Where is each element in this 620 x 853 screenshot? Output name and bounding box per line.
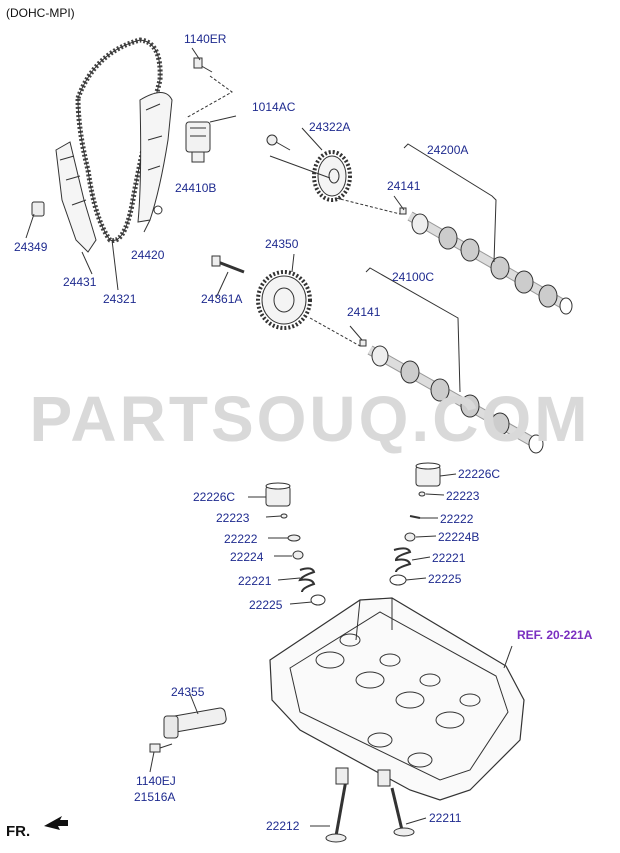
camshaft-24200A: [399, 207, 573, 315]
part-label-22225-right[interactable]: 22225: [428, 572, 462, 586]
part-label-22221-right[interactable]: 22221: [432, 551, 466, 565]
cylinder-head: [269, 597, 525, 801]
part-label-24350[interactable]: 24350: [265, 237, 299, 251]
reference-link[interactable]: REF. 20-221A: [517, 628, 593, 642]
bolt-24361A: [211, 255, 245, 274]
part-label-22224B[interactable]: 22224B: [438, 530, 480, 544]
valve-22212: [325, 767, 349, 843]
valve-train-right: [389, 462, 441, 586]
part-label-22212[interactable]: 22212: [266, 819, 300, 833]
timing-chain: [75, 37, 163, 244]
part-label-22226C-left[interactable]: 22226C: [193, 490, 236, 504]
part-label-22225-left[interactable]: 22225: [249, 598, 283, 612]
part-label-24321[interactable]: 24321: [103, 292, 137, 306]
part-label-22224[interactable]: 22224: [230, 550, 264, 564]
part-label-1140ER[interactable]: 1140ER: [184, 32, 227, 46]
valve-22211: [377, 769, 415, 837]
part-label-24141-top[interactable]: 24141: [387, 179, 421, 193]
part-label-22223-right[interactable]: 22223: [446, 489, 480, 503]
part-label-24100C[interactable]: 24100C: [392, 270, 435, 284]
plug-24349: [31, 201, 45, 217]
part-label-24410B[interactable]: 24410B: [175, 181, 217, 195]
part-label-1140EJ[interactable]: 1140EJ: [136, 774, 176, 788]
part-label-22226C-right[interactable]: 22226C: [458, 467, 501, 481]
part-label-24322A[interactable]: 24322A: [309, 120, 351, 134]
part-label-21516A[interactable]: 21516A: [134, 790, 176, 804]
ocv-24355: [163, 707, 227, 739]
part-label-1014AC[interactable]: 1014AC: [252, 100, 296, 114]
bolt-1140EJ: [149, 743, 173, 753]
part-label-24349[interactable]: 24349: [14, 240, 48, 254]
part-label-24431[interactable]: 24431: [63, 275, 97, 289]
arrow-icon: [44, 816, 68, 830]
sprocket-24322A: [312, 150, 352, 202]
part-label-24200A[interactable]: 24200A: [427, 143, 469, 157]
part-label-24355[interactable]: 24355: [171, 685, 205, 699]
tensioner-24410B: [185, 121, 211, 163]
bolt-1014AC: [266, 134, 291, 151]
cvvt-24350: [256, 270, 312, 330]
camshaft-24100C: [359, 339, 544, 454]
front-marker-label: FR.: [6, 823, 31, 840]
watermark: PARTSOUQ.COM: [29, 383, 591, 455]
part-label-22222-left[interactable]: 22222: [224, 532, 258, 546]
part-label-24141-bottom[interactable]: 24141: [347, 305, 381, 319]
part-label-22223-left[interactable]: 22223: [216, 511, 250, 525]
chain-guide-24431: [55, 141, 97, 253]
chain-guide-24420: [137, 92, 173, 223]
part-label-22211[interactable]: 22211: [429, 811, 462, 825]
part-label-22222-right[interactable]: 22222: [440, 512, 474, 526]
part-label-24361A[interactable]: 24361A: [201, 292, 243, 306]
variant-heading: (DOHC-MPI): [6, 6, 75, 20]
part-label-22221-left[interactable]: 22221: [238, 574, 272, 588]
valve-train-left: [265, 482, 326, 606]
part-label-24420[interactable]: 24420: [131, 248, 165, 262]
bolt-1140ER: [193, 57, 213, 73]
